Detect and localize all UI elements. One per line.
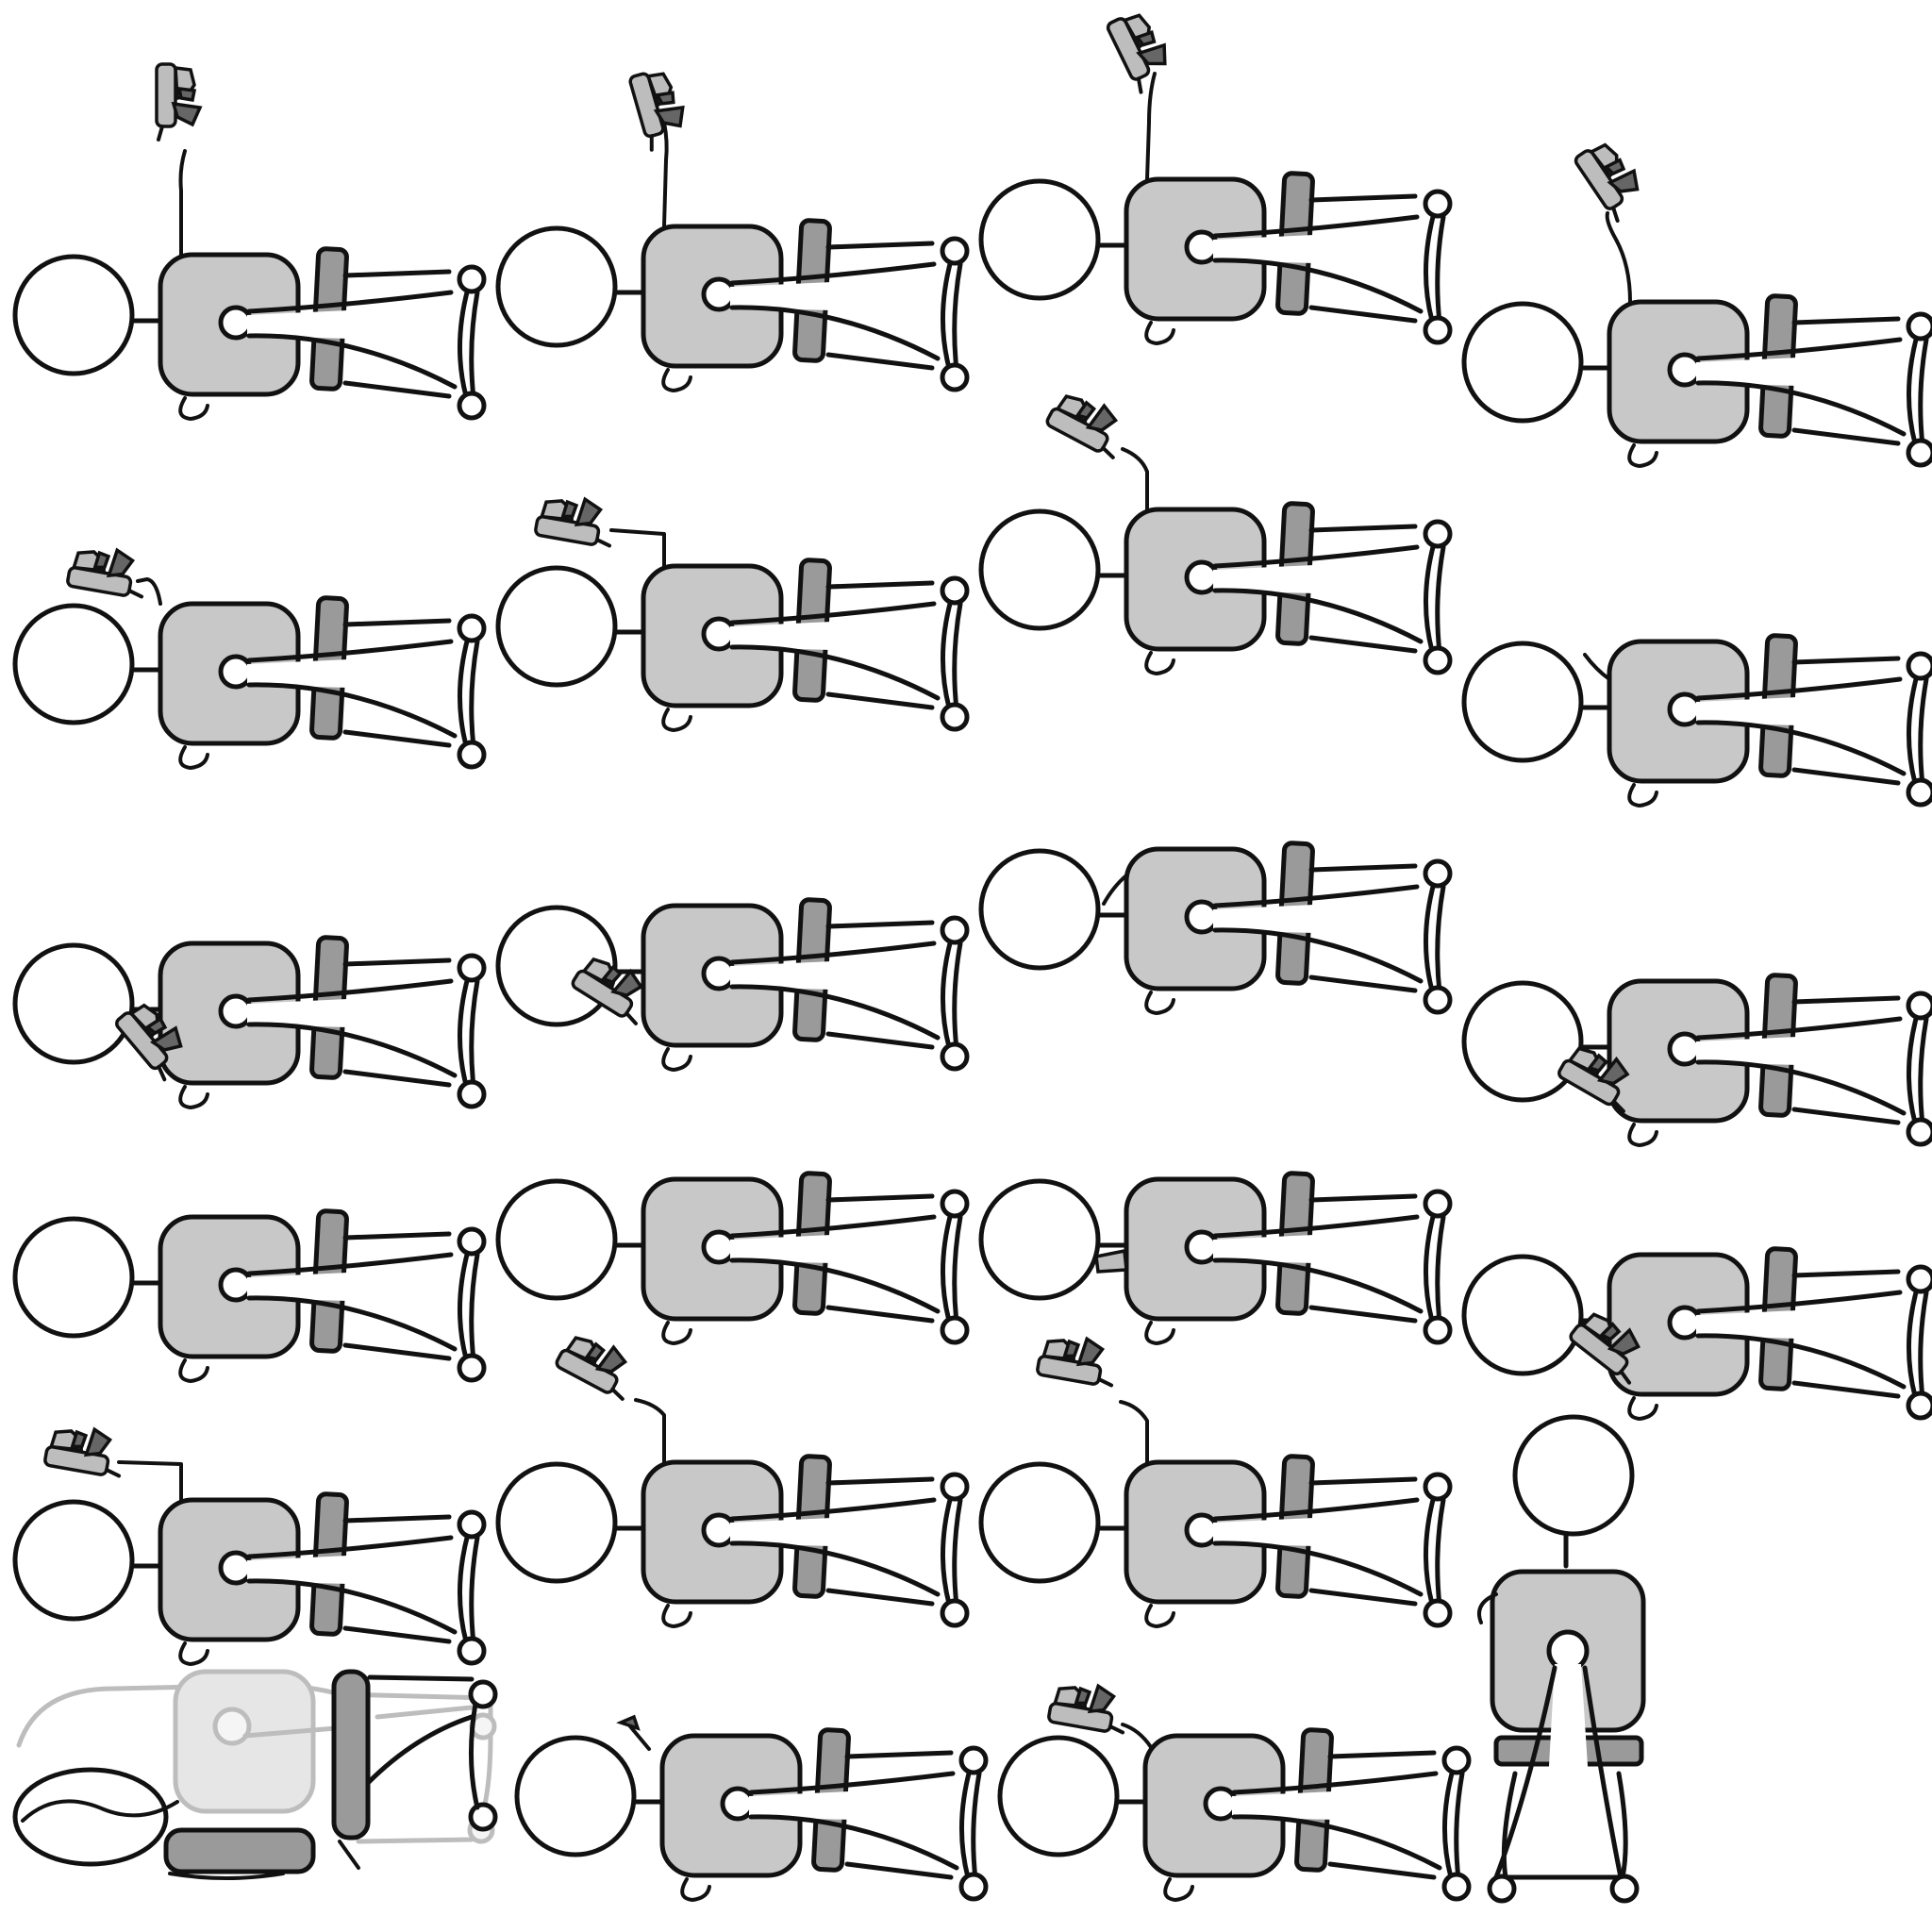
figure-r5c3 bbox=[981, 1329, 1450, 1626]
figure-r2c1 bbox=[15, 541, 484, 768]
figure-r2c4 bbox=[1464, 635, 1932, 806]
figure-standing-on-chair bbox=[1477, 1414, 1646, 1904]
chair-tipped-over bbox=[12, 1669, 498, 1880]
figure-r6c2 bbox=[517, 1714, 986, 1900]
figure-r5c1 bbox=[15, 1420, 484, 1664]
figure-r1c4 bbox=[1464, 133, 1932, 466]
figure-r2c2 bbox=[498, 490, 967, 730]
figure-r3c3 bbox=[981, 842, 1450, 1013]
figure-r3c4 bbox=[1464, 974, 1932, 1145]
figure-r1c3 bbox=[981, 6, 1450, 343]
figure-fallen-ghost bbox=[16, 1669, 497, 1844]
figure-r3c1 bbox=[15, 937, 484, 1108]
figure-r6c3 bbox=[1000, 1676, 1469, 1900]
figure-r1c1 bbox=[15, 62, 484, 419]
figure-r2c3 bbox=[981, 385, 1450, 674]
figure-r4c4 bbox=[1464, 1248, 1932, 1419]
figure-r4c3 bbox=[981, 1173, 1450, 1343]
figure-r3c2 bbox=[498, 899, 967, 1070]
figure-r4c2 bbox=[498, 1173, 967, 1343]
figure-r5c2 bbox=[498, 1326, 967, 1626]
figure-r4c1 bbox=[15, 1210, 484, 1381]
figure-r1c2 bbox=[498, 63, 967, 391]
